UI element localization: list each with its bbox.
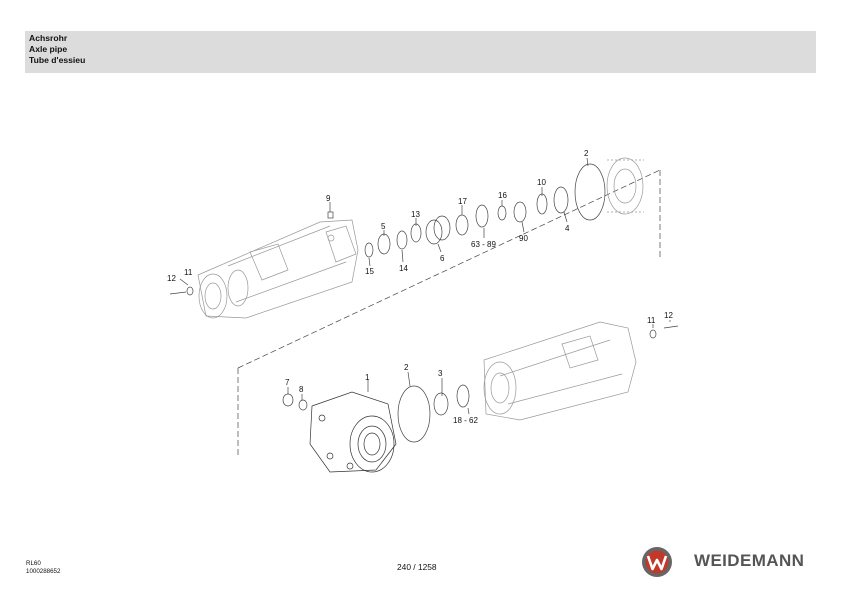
page-header: Achsrohr Axle pipe Tube d'essieu (25, 31, 816, 73)
plug-7 (282, 393, 294, 407)
title-de: Achsrohr (29, 33, 68, 43)
o-ring-2-top (574, 163, 606, 221)
nipple-9 (327, 211, 334, 219)
callout-label: 7 (285, 378, 290, 387)
callout-label: 11 (647, 316, 656, 325)
ring-14 (396, 230, 408, 250)
callout-label: 15 (365, 267, 374, 276)
callout-label: 16 (498, 191, 507, 200)
callout-label: 63 - 89 (471, 240, 496, 249)
ring-90 (513, 201, 527, 223)
callout-label: 12 (167, 274, 176, 283)
callout-label: 9 (326, 194, 331, 203)
upper-axle-pipe-housing (197, 219, 359, 319)
page-indicator: 240 / 1258 (397, 562, 437, 572)
model-name: RL60 (26, 560, 41, 567)
shaft-16 (497, 205, 507, 221)
hub-carrier (309, 391, 397, 473)
callout-labels: 9 5 13 17 16 10 2 12 11 15 14 6 63 - 89 … (167, 149, 673, 425)
document-number: 1000288652 (26, 568, 61, 575)
callout-label: 2 (584, 149, 589, 158)
bearing-5 (377, 233, 391, 255)
bolt-12-right (663, 325, 679, 329)
callout-label: 8 (299, 385, 304, 394)
callout-label: 12 (664, 311, 673, 320)
seal-4 (553, 186, 569, 214)
callout-label: 11 (184, 268, 193, 277)
title-en: Axle pipe (29, 44, 68, 54)
title-fr: Tube d'essieu (29, 55, 86, 65)
shim-18-62 (456, 384, 470, 408)
shim-63-89 (475, 204, 489, 228)
callout-label: 2 (404, 363, 409, 372)
callout-label: 18 - 62 (453, 416, 478, 425)
spring-17 (455, 214, 469, 236)
callout-label: 13 (411, 210, 420, 219)
weidemann-logo-icon (642, 547, 672, 577)
callout-label: 6 (440, 254, 445, 263)
bushing-11-top (186, 286, 194, 296)
callout-label: 4 (565, 224, 570, 233)
guide-line-diagonal (237, 169, 661, 369)
callout-label: 1 (365, 373, 370, 382)
circlip-15 (364, 242, 374, 258)
brand-name: WEIDEMANN (694, 551, 805, 570)
callout-label: 17 (458, 197, 467, 206)
seal-ring-8 (298, 399, 308, 411)
o-ring-2-bottom (397, 385, 431, 443)
bearing-3 (433, 392, 449, 416)
callout-label: 10 (537, 178, 546, 187)
bushing-11-right (649, 329, 657, 339)
planetary-gear (606, 157, 644, 215)
bearing-6 (425, 219, 443, 245)
document-info: RL60 1000288652 (26, 560, 60, 576)
callout-label: 5 (381, 222, 386, 231)
bolt-12-top (169, 291, 187, 295)
lower-axle-pipe-housing (483, 321, 637, 421)
ring-13 (410, 223, 422, 243)
callout-label: 14 (399, 264, 408, 273)
callout-label: 3 (438, 369, 443, 378)
callout-label: 90 (519, 234, 528, 243)
circlip-10 (536, 193, 548, 215)
